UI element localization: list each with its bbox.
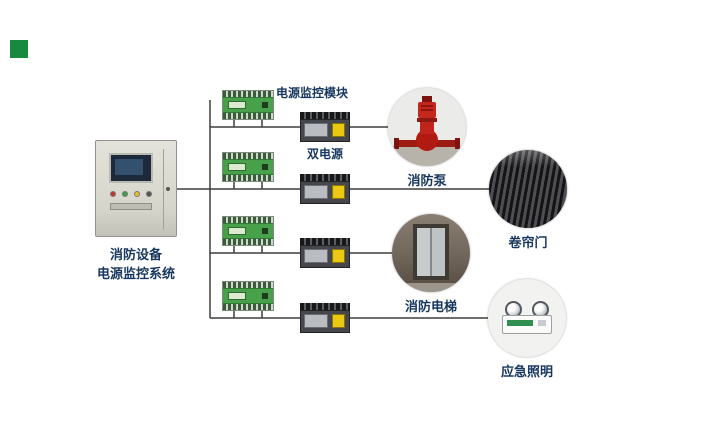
module-display bbox=[228, 227, 246, 235]
cabinet-button-dark bbox=[146, 191, 152, 197]
module-led bbox=[262, 293, 268, 299]
module-front-panel bbox=[223, 288, 273, 304]
cabinet-slot bbox=[110, 203, 152, 210]
switch-terminals bbox=[300, 238, 350, 245]
switch-handle bbox=[332, 249, 345, 263]
emergency-light-green-stripe bbox=[507, 320, 533, 326]
module-terminals-bottom bbox=[223, 239, 273, 245]
module-display bbox=[228, 101, 246, 109]
fire-pump-illustration bbox=[388, 96, 466, 166]
cabinet-button-yellow bbox=[134, 191, 140, 197]
power-monitor-module bbox=[222, 281, 274, 311]
cabinet-button-green bbox=[122, 191, 128, 197]
switch-body bbox=[300, 310, 350, 333]
module-front-panel bbox=[223, 223, 273, 239]
switch-body bbox=[300, 181, 350, 204]
module-led bbox=[262, 102, 268, 108]
equipment-label-roller-door: 卷帘门 bbox=[508, 235, 548, 250]
cabinet-lock bbox=[166, 187, 170, 191]
roller-shutter-door-photo bbox=[489, 150, 567, 228]
dual-power-switch bbox=[300, 238, 350, 268]
cabinet-door-edge bbox=[163, 149, 164, 230]
fire-pump-photo bbox=[388, 88, 466, 166]
dual-power-label: 双电源 bbox=[306, 147, 343, 161]
cabinet-button-red bbox=[110, 191, 116, 197]
dual-power-switch bbox=[300, 174, 350, 204]
switch-plate bbox=[304, 249, 328, 263]
dual-power-switch bbox=[300, 112, 350, 142]
module-terminals-bottom bbox=[223, 304, 273, 310]
module-terminals-top bbox=[223, 282, 273, 288]
module-front-panel bbox=[223, 97, 273, 113]
monitoring-cabinet bbox=[95, 140, 177, 237]
module-terminals-top bbox=[223, 153, 273, 159]
emergency-light-badge bbox=[538, 320, 546, 326]
switch-terminals bbox=[300, 174, 350, 181]
module-terminals-top bbox=[223, 217, 273, 223]
cabinet-label-line2: 电源监控系统 bbox=[96, 265, 175, 281]
power-monitor-module bbox=[222, 90, 274, 120]
switch-handle bbox=[332, 185, 345, 199]
elevator-door bbox=[417, 228, 445, 276]
module-terminals-bottom bbox=[223, 175, 273, 181]
power-monitor-module bbox=[222, 216, 274, 246]
switch-terminals bbox=[300, 303, 350, 310]
cabinet-label-line1: 消防设备 bbox=[109, 247, 162, 262]
module-front-panel bbox=[223, 159, 273, 175]
switch-body bbox=[300, 119, 350, 142]
module-led bbox=[262, 164, 268, 170]
module-terminals-bottom bbox=[223, 113, 273, 119]
switch-handle bbox=[332, 123, 345, 137]
elevator-floor bbox=[392, 283, 470, 292]
module-terminals-top bbox=[223, 91, 273, 97]
equipment-label-fire-pump: 消防泵 bbox=[407, 173, 447, 188]
switch-terminals bbox=[300, 112, 350, 119]
equipment-label-emergency-lighting: 应急照明 bbox=[500, 364, 553, 379]
cabinet-screen bbox=[109, 153, 153, 183]
switch-body bbox=[300, 245, 350, 268]
switch-handle bbox=[332, 314, 345, 328]
module-label: 电源监控模块 bbox=[276, 86, 349, 100]
dual-power-switch bbox=[300, 303, 350, 333]
module-display bbox=[228, 163, 246, 171]
switch-plate bbox=[304, 123, 328, 137]
equipment-label-fire-elevator: 消防电梯 bbox=[404, 299, 457, 314]
switch-plate bbox=[304, 314, 328, 328]
module-led bbox=[262, 228, 268, 234]
emergency-lighting-photo bbox=[488, 279, 566, 357]
green-corner-mark bbox=[10, 40, 28, 58]
cabinet-screen-display bbox=[115, 159, 143, 175]
cabinet-label: 消防设备 电源监控系统 bbox=[76, 246, 196, 284]
module-display bbox=[228, 292, 246, 300]
emergency-light-body bbox=[502, 315, 552, 334]
fire-elevator-photo bbox=[392, 214, 470, 292]
power-monitor-module bbox=[222, 152, 274, 182]
switch-plate bbox=[304, 185, 328, 199]
